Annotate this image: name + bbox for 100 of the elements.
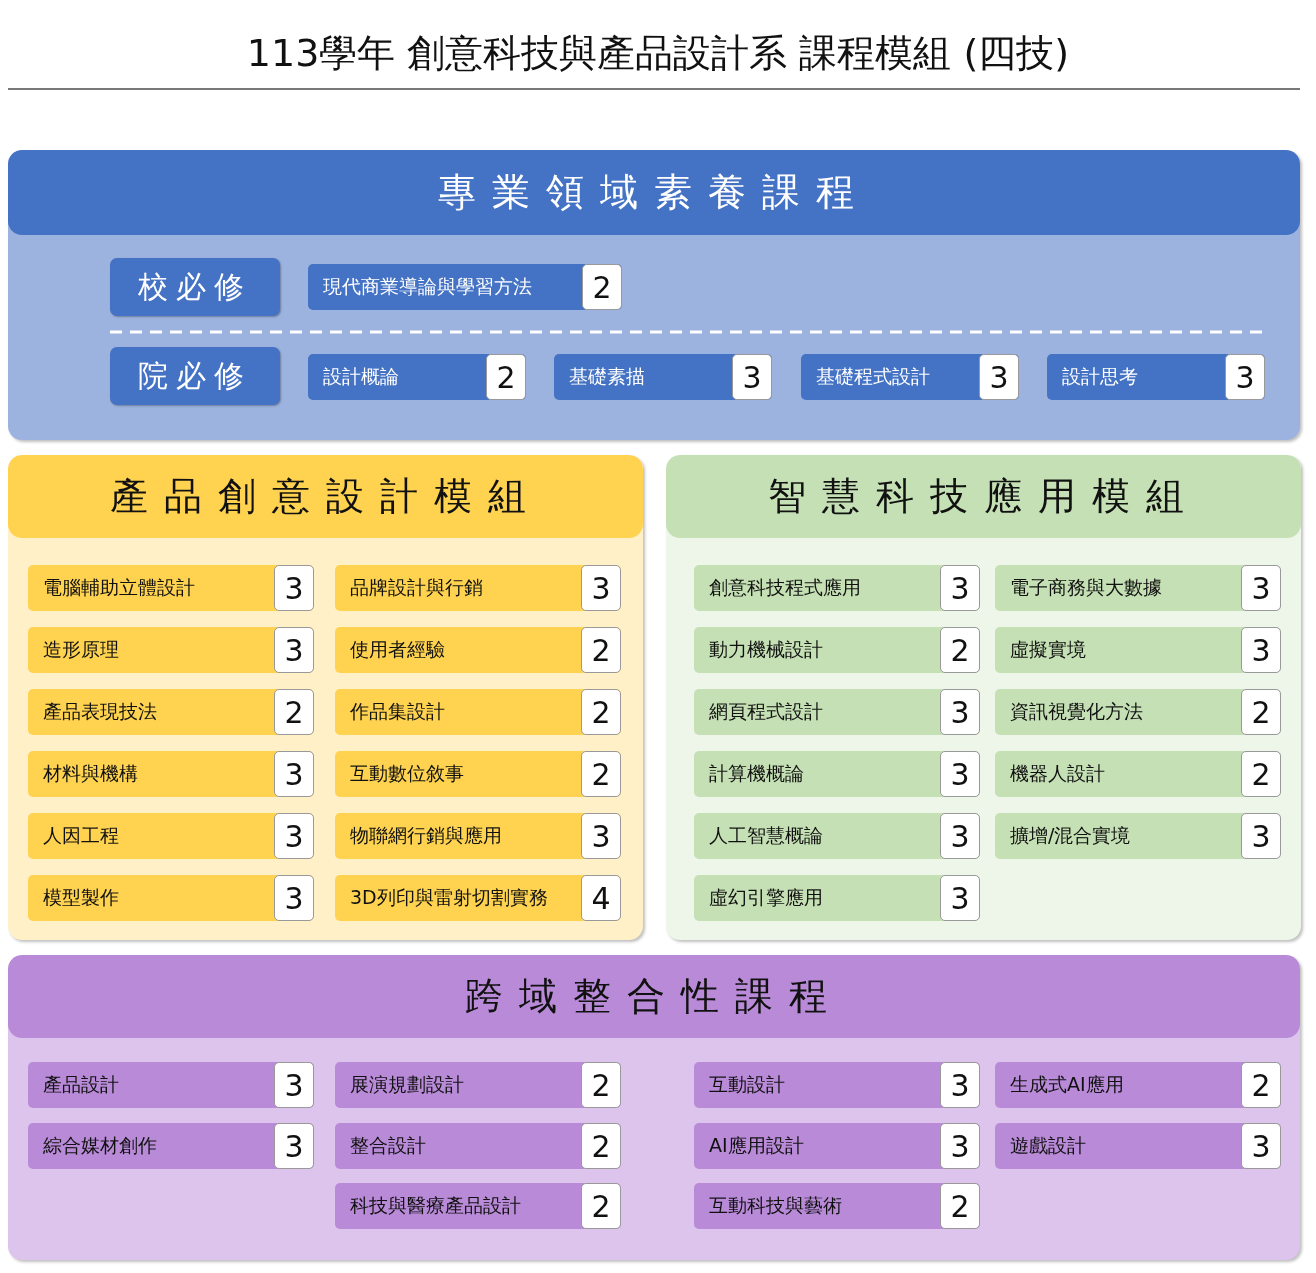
course-box xyxy=(694,751,980,797)
credit-number: 3 xyxy=(274,813,314,859)
course-box xyxy=(335,1183,621,1229)
module-panel xyxy=(8,150,1300,440)
panel-title: 跨域整合性課程 xyxy=(8,955,1300,1038)
course-name: 創意科技程式應用 xyxy=(709,575,861,600)
course-name: 展演規劃設計 xyxy=(350,1072,464,1097)
course-name: 網頁程式設計 xyxy=(709,699,823,724)
credit-number: 2 xyxy=(581,1062,621,1108)
course-name: 擴增/混合實境 xyxy=(1010,823,1131,848)
credit-number: 2 xyxy=(1241,1062,1281,1108)
course-name: 遊戲設計 xyxy=(1010,1133,1086,1158)
course-name: 品牌設計與行銷 xyxy=(350,575,483,600)
course-box xyxy=(694,1183,980,1229)
course-name: 基礎程式設計 xyxy=(816,364,930,389)
category-label: 校必修 xyxy=(110,258,280,316)
course-box xyxy=(28,813,314,859)
course-box xyxy=(335,751,621,797)
course-box xyxy=(694,1123,980,1169)
module-panel xyxy=(8,455,643,940)
credit-number: 3 xyxy=(1241,627,1281,673)
panel-title: 專業領域素養課程 xyxy=(8,150,1300,235)
credit-number: 3 xyxy=(581,565,621,611)
course-box xyxy=(995,1123,1281,1169)
credit-number: 3 xyxy=(274,875,314,921)
course-name: 模型製作 xyxy=(43,885,119,910)
course-name: 產品表現技法 xyxy=(43,699,157,724)
credit-number: 2 xyxy=(940,1183,980,1229)
course-name: 產品設計 xyxy=(43,1072,119,1097)
course-name: 造形原理 xyxy=(43,637,119,662)
credit-number: 2 xyxy=(581,627,621,673)
course-box xyxy=(335,1123,621,1169)
credit-number: 2 xyxy=(581,1183,621,1229)
course-box xyxy=(28,875,314,921)
course-name: 虛幻引擎應用 xyxy=(709,885,823,910)
course-box xyxy=(995,813,1281,859)
module-panel xyxy=(666,455,1301,940)
course-box xyxy=(335,875,621,921)
course-name: 基礎素描 xyxy=(569,364,645,389)
credit-number: 3 xyxy=(1241,565,1281,611)
credit-number: 2 xyxy=(274,689,314,735)
course-box xyxy=(554,354,772,400)
credit-number: 3 xyxy=(274,1062,314,1108)
course-box xyxy=(308,264,622,310)
course-box xyxy=(28,1062,314,1108)
course-box xyxy=(995,1062,1281,1108)
course-name: 科技與醫療產品設計 xyxy=(350,1193,521,1218)
course-name: 互動科技與藝術 xyxy=(709,1193,842,1218)
course-name: 人工智慧概論 xyxy=(709,823,823,848)
course-name: 電腦輔助立體設計 xyxy=(43,575,195,600)
credit-number: 3 xyxy=(1241,1123,1281,1169)
course-name: 設計思考 xyxy=(1062,364,1138,389)
module-panel xyxy=(8,955,1300,1260)
credit-number: 2 xyxy=(581,1123,621,1169)
course-box xyxy=(801,354,1019,400)
panel-title: 智慧科技應用模組 xyxy=(666,455,1301,538)
course-box xyxy=(694,875,980,921)
course-box xyxy=(335,565,621,611)
credit-number: 2 xyxy=(1241,751,1281,797)
course-name: 互動設計 xyxy=(709,1072,785,1097)
credit-number: 3 xyxy=(732,354,772,400)
course-box xyxy=(28,689,314,735)
course-box xyxy=(995,689,1281,735)
course-box xyxy=(694,689,980,735)
course-box xyxy=(1047,354,1265,400)
credit-number: 3 xyxy=(274,751,314,797)
course-name: AI應用設計 xyxy=(709,1133,804,1158)
credit-number: 3 xyxy=(940,813,980,859)
credit-number: 2 xyxy=(1241,689,1281,735)
credit-number: 3 xyxy=(940,1062,980,1108)
course-name: 綜合媒材創作 xyxy=(43,1133,157,1158)
category-label: 院必修 xyxy=(110,347,280,405)
panel-title: 產品創意設計模組 xyxy=(8,455,643,538)
credit-number: 3 xyxy=(274,565,314,611)
course-box xyxy=(694,1062,980,1108)
course-name: 虛擬實境 xyxy=(1010,637,1086,662)
course-box xyxy=(995,751,1281,797)
credit-number: 3 xyxy=(274,1123,314,1169)
course-box xyxy=(995,565,1281,611)
course-box xyxy=(694,813,980,859)
course-name: 計算機概論 xyxy=(709,761,804,786)
course-box xyxy=(28,751,314,797)
course-name: 資訊視覺化方法 xyxy=(1010,699,1143,724)
credit-number: 2 xyxy=(582,264,622,310)
credit-number: 4 xyxy=(581,875,621,921)
course-name: 動力機械設計 xyxy=(709,637,823,662)
course-box xyxy=(28,627,314,673)
credit-number: 2 xyxy=(581,751,621,797)
credit-number: 3 xyxy=(979,354,1019,400)
course-box xyxy=(995,627,1281,673)
course-box xyxy=(335,813,621,859)
course-box xyxy=(28,1123,314,1169)
credit-number: 2 xyxy=(940,627,980,673)
course-name: 互動數位敘事 xyxy=(350,761,464,786)
credit-number: 3 xyxy=(940,751,980,797)
course-name: 作品集設計 xyxy=(350,699,445,724)
course-box xyxy=(308,354,526,400)
credit-number: 3 xyxy=(581,813,621,859)
course-name: 電子商務與大數據 xyxy=(1010,575,1162,600)
course-name: 使用者經驗 xyxy=(350,637,445,662)
